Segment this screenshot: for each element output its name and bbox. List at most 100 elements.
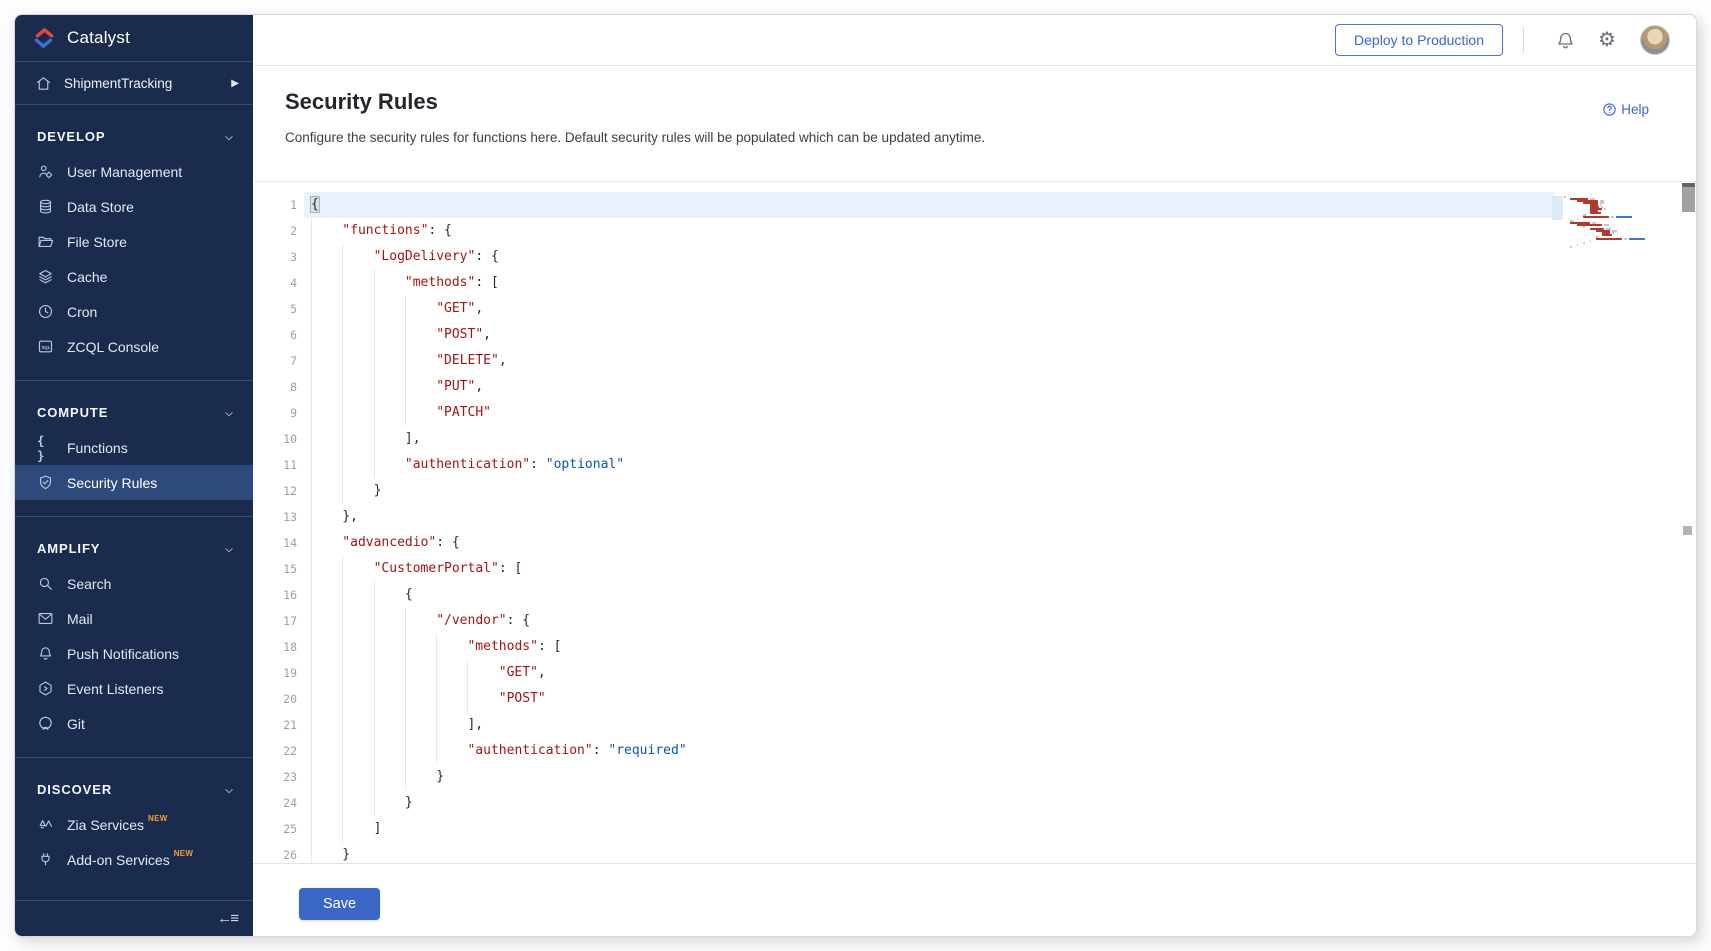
editor-line[interactable]: 7"DELETE", [253,348,1696,374]
line-number: 14 [283,536,297,550]
code-editor[interactable]: 1{2"functions": {3"LogDelivery": {4"meth… [253,181,1696,864]
line-code: "functions": { [311,218,452,244]
sidebar-item-search[interactable]: Search [15,566,253,601]
deploy-to-production-button[interactable]: Deploy to Production [1335,24,1503,56]
editor-line[interactable]: 24} [253,790,1696,816]
editor-line[interactable]: 8"PUT", [253,374,1696,400]
editor-line[interactable]: 14 "advancedio": { [253,530,1696,556]
editor-line[interactable]: 23} [253,764,1696,790]
braces-icon: { } [37,432,45,463]
sidebar-item-cron[interactable]: Cron [15,294,253,329]
scrollbar-thumb[interactable] [1682,183,1695,212]
settings-gear-icon[interactable]: ⚙ [1598,29,1616,51]
editor-line[interactable]: 18 "methods": [ [253,634,1696,660]
help-link[interactable]: Help [1602,102,1649,117]
notifications-bell-icon[interactable] [1554,29,1576,51]
section-label: DEVELOP [37,129,106,144]
editor-minimap[interactable] [1552,196,1668,256]
home-icon [35,75,52,92]
project-selector[interactable]: ShipmentTracking ▶ [15,62,253,105]
editor-line[interactable]: 4"methods": [ [253,270,1696,296]
sidebar-item-security-rules[interactable]: Security Rules [15,465,253,500]
user-avatar[interactable] [1640,25,1670,55]
editor-line[interactable]: 21], [253,712,1696,738]
sidebar-section-header-develop[interactable]: DEVELOP [15,119,253,154]
editor-line[interactable]: 11"authentication": "optional" [253,452,1696,478]
sidebar-item-file-store[interactable]: File Store [15,224,253,259]
line-code: "methods": [ [311,634,561,660]
editor-line[interactable]: 5"GET", [253,296,1696,322]
brand-logo-row[interactable]: Catalyst [15,15,253,62]
sidebar-section-header-compute[interactable]: COMPUTE [15,395,253,430]
line-code: "GET", [311,296,483,322]
sidebar-item-zcql-console[interactable]: SQL ZCQL Console [15,329,253,364]
sql-console-icon: SQL [37,338,54,355]
editor-line[interactable]: 19"GET", [253,660,1696,686]
line-number: 4 [290,276,297,290]
sidebar-item-label: Cron [67,303,98,320]
main-area: Deploy to Production ⚙ Security Rules Co… [253,15,1696,936]
catalyst-logo-icon [34,28,54,48]
new-badge: NEW [148,814,168,823]
sidebar-collapse-row: ←≡ [15,900,253,936]
editor-footer: Save [253,864,1696,936]
sidebar-item-event-listeners[interactable]: Event Listeners [15,671,253,706]
editor-line[interactable]: 12} [253,478,1696,504]
line-code: "authentication": "optional" [311,452,624,478]
save-button[interactable]: Save [299,888,381,920]
topbar-divider [1523,27,1524,53]
sidebar-item-user-management[interactable]: User Management [15,154,253,189]
line-number: 3 [290,250,297,264]
editor-scrollbar[interactable] [1681,182,1696,863]
sidebar-item-data-store[interactable]: Data Store [15,189,253,224]
line-number: 1 [290,198,297,212]
editor-line[interactable]: 2"functions": { [253,218,1696,244]
editor-line[interactable]: 25] [253,816,1696,842]
svg-text:SQL: SQL [42,345,51,350]
database-icon [37,198,54,215]
editor-line[interactable]: 15"CustomerPortal": [ [253,556,1696,582]
line-code: "PATCH" [311,400,491,426]
editor-line[interactable]: 20"POST" [253,686,1696,712]
collapse-sidebar-icon[interactable]: ←≡ [217,910,239,927]
sidebar-section-header-discover[interactable]: DISCOVER [15,772,253,807]
editor-line[interactable]: 1{ [253,192,1696,218]
sidebar-item-git[interactable]: Git [15,706,253,741]
event-listener-icon [37,680,54,697]
editor-line[interactable]: 17"/vendor": { [253,608,1696,634]
line-code: } [311,790,413,816]
zia-icon [37,816,54,833]
page-header: Security Rules Configure the security ru… [253,66,1696,181]
sidebar-item-mail[interactable]: Mail [15,601,253,636]
line-number: 18 [283,640,297,654]
editor-line[interactable]: 10], [253,426,1696,452]
editor-line[interactable]: 22"authentication": "required" [253,738,1696,764]
sidebar-item-label: ZCQL Console [67,338,160,355]
sidebar-item-label: Zia Services [67,816,145,833]
minimap-rows [1564,196,1647,248]
sidebar-item-cache[interactable]: Cache [15,259,253,294]
new-badge: NEW [173,849,194,858]
line-number: 16 [283,588,297,602]
editor-line[interactable]: 6"POST", [253,322,1696,348]
sidebar-section-header-amplify[interactable]: AMPLIFY [15,531,253,566]
sidebar-item-push-notifications[interactable]: Push Notifications [15,636,253,671]
line-code: "CustomerPortal": [ [311,556,522,582]
sidebar-item-functions[interactable]: { }Functions [15,430,253,465]
line-code: }, [311,504,358,530]
editor-line[interactable]: 13}, [253,504,1696,530]
line-code: "/vendor": { [311,608,530,634]
editor-line[interactable]: 9"PATCH" [253,400,1696,426]
line-number: 6 [290,328,297,342]
line-code: "advancedio": { [311,530,460,556]
line-code: "DELETE", [311,348,507,374]
editor-line[interactable]: 3"LogDelivery": { [253,244,1696,270]
editor-line[interactable]: 16{ [253,582,1696,608]
editor-line[interactable]: 26} [253,842,1696,863]
